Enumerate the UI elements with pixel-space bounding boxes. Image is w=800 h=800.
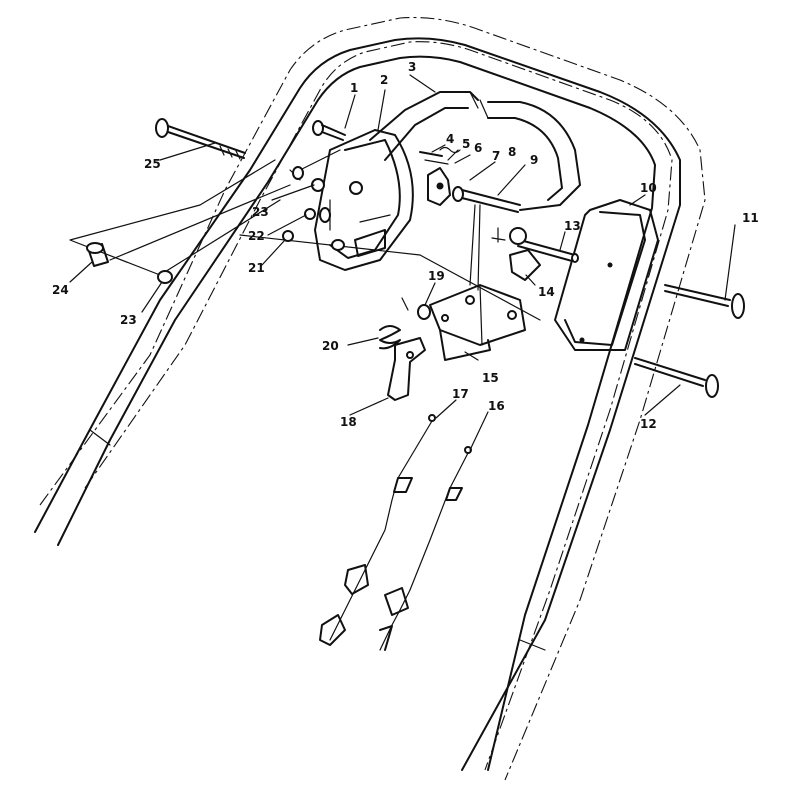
callout-9: 9 — [530, 153, 538, 167]
callout-24: 24 — [52, 283, 69, 297]
part-8-shaft — [452, 186, 521, 213]
callout-12: 12 — [640, 417, 657, 431]
part-7-cam — [427, 167, 451, 206]
callout-2: 2 — [380, 73, 388, 87]
part-23-nut-lower — [157, 270, 173, 284]
part-19-washer — [417, 304, 431, 320]
callout-23-upper: 23 — [252, 205, 269, 219]
callout-14: 14 — [538, 285, 555, 299]
callout-18: 18 — [340, 415, 357, 429]
leader-lines — [69, 159, 541, 321]
callout-3: 3 — [408, 60, 416, 74]
part-1-bolt — [312, 120, 346, 141]
part-3-bail — [369, 91, 581, 211]
callout-15: 15 — [482, 371, 499, 385]
part-24-spacer — [86, 242, 109, 267]
part-22-nut — [304, 208, 316, 220]
callout-25: 25 — [144, 157, 161, 171]
callout-11: 11 — [742, 211, 759, 225]
callout-17: 17 — [452, 387, 469, 401]
callout-6: 6 — [474, 141, 482, 155]
part-20-spring — [379, 297, 409, 350]
part-5-washer — [424, 159, 449, 165]
callout-21: 21 — [248, 261, 265, 275]
part-16-cable — [379, 446, 472, 651]
callout-13: 13 — [564, 219, 581, 233]
callout-23-lower: 23 — [120, 313, 137, 327]
callout-10: 10 — [640, 181, 657, 195]
part-13-pin — [517, 239, 579, 263]
part-2-bracket — [289, 129, 414, 271]
handle-phantom-outline — [39, 16, 706, 781]
part-17-cable — [319, 414, 436, 646]
part-9-rod — [469, 204, 481, 291]
callout-7: 7 — [492, 149, 500, 163]
callout-16: 16 — [488, 399, 505, 413]
callout-8: 8 — [508, 145, 516, 159]
part-10-cover — [554, 199, 659, 351]
part-25-bolt — [155, 118, 246, 160]
part-4-pin — [419, 151, 443, 157]
part-11-bolt — [664, 284, 745, 319]
callout-1: 1 — [350, 81, 358, 95]
part-23-nut-upper — [311, 178, 325, 192]
callout-labels: 1 2 3 4 5 6 7 8 9 10 11 12 13 14 15 16 1… — [52, 60, 759, 431]
callout-20: 20 — [322, 339, 339, 353]
callout-5: 5 — [462, 137, 470, 151]
callout-22: 22 — [248, 229, 265, 243]
part-6-spring — [439, 146, 461, 154]
handle-tube — [34, 37, 681, 771]
part-12-bolt — [634, 357, 719, 398]
callout-19: 19 — [428, 269, 445, 283]
part-18-trigger — [387, 337, 426, 401]
part-21-nut — [282, 230, 294, 242]
callout-leaders — [69, 74, 736, 451]
part-14-lever — [491, 227, 541, 281]
callout-4: 4 — [446, 132, 454, 146]
part-15-plate — [429, 284, 526, 361]
